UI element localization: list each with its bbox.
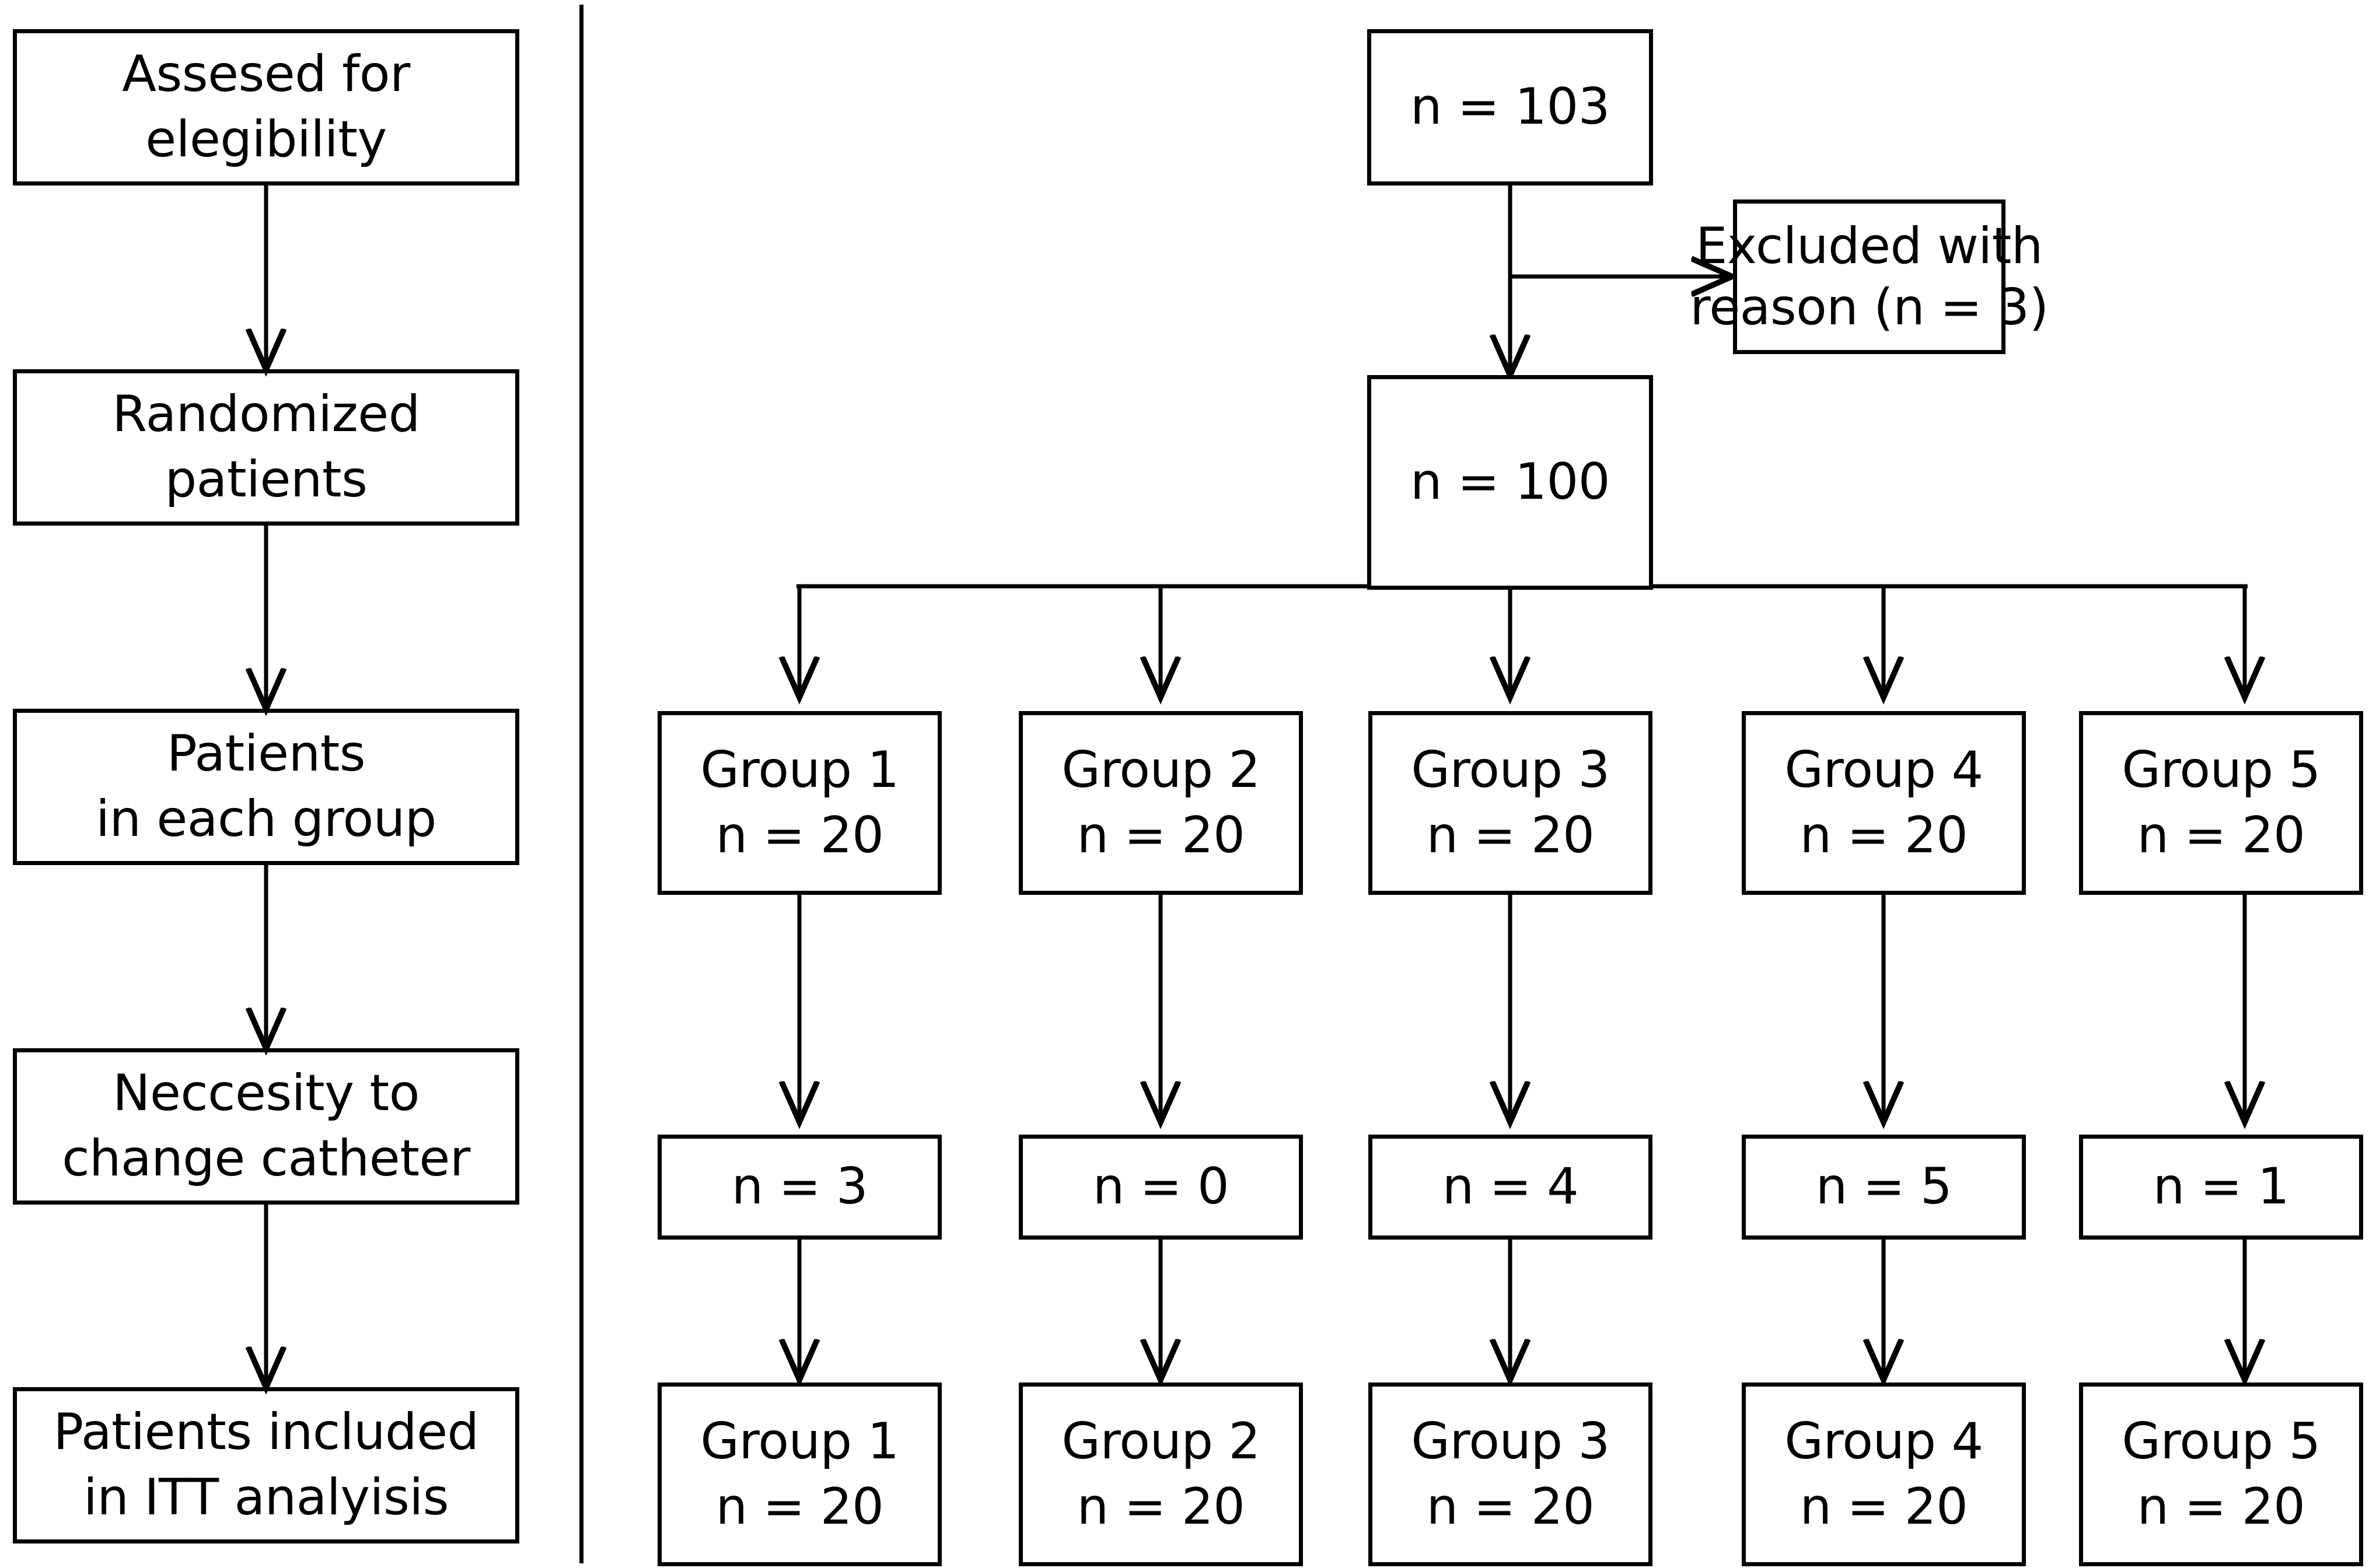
node-line: n = 20 [1077,1477,1245,1536]
node-assessed-n: n = 103 [1367,29,1653,186]
node-line: Group 1 [700,1412,899,1471]
node-line: n = 20 [1426,1477,1595,1536]
stage-label-patients-in-each-group: Patients in each group [13,709,519,865]
node-group-1-allocated: Group 1 n = 20 [658,711,942,895]
stage-label-line: change catheter [62,1129,470,1188]
stage-label-line: in each group [96,790,436,848]
node-line: n = 4 [1442,1157,1579,1216]
node-line: n = 1 [2153,1157,2290,1216]
node-group-2-itt: Group 2 n = 20 [1019,1382,1303,1566]
stage-label-line: Assesed for [122,45,410,104]
node-group-3-catheter-change: n = 4 [1368,1135,1652,1240]
stage-label-line: Neccesity to [113,1064,420,1123]
stage-label-line: Patients [166,724,366,783]
node-line: Group 2 [1061,740,1260,799]
node-line: n = 20 [715,806,884,864]
node-excluded-with-reason: Excluded with reason (n = 3) [1690,200,2049,354]
node-group-5-catheter-change: n = 1 [2079,1135,2363,1240]
node-line: n = 20 [2137,1477,2305,1536]
node-group-3-itt: Group 3 n = 20 [1368,1382,1652,1566]
node-line: n = 20 [1800,1477,1968,1536]
stage-label-line: elegibility [145,110,387,169]
node-line: Group 1 [700,740,899,799]
node-line: n = 20 [715,1477,884,1536]
stage-label-necessity-to-change-catheter: Neccesity to change catheter [13,1048,519,1205]
node-line: n = 20 [1077,806,1245,864]
node-group-5-itt: Group 5 n = 20 [2079,1382,2363,1566]
node-group-4-catheter-change: n = 5 [1742,1135,2026,1240]
node-line: n = 100 [1410,453,1610,512]
stage-label-patients-included-in-itt-analysis: Patients included in ITT analyisis [13,1387,519,1544]
node-line: n = 0 [1092,1157,1229,1216]
node-line: n = 103 [1410,78,1610,136]
node-line: reason (n = 3) [1690,278,2049,337]
node-line: Group 4 [1784,1412,1983,1471]
node-line: n = 20 [1800,806,1968,864]
node-group-2-catheter-change: n = 0 [1019,1135,1303,1240]
node-line: Group 3 [1411,740,1610,799]
node-line: Group 5 [2122,1412,2321,1471]
node-line: Group 2 [1061,1412,1260,1471]
node-group-1-catheter-change: n = 3 [658,1135,942,1240]
node-line: n = 20 [1426,806,1595,864]
node-randomized-n: n = 100 [1367,375,1653,590]
node-line: n = 20 [2137,806,2305,864]
stage-label-line: in ITT analyisis [83,1468,449,1527]
node-line: Group 3 [1411,1412,1610,1471]
node-group-3-allocated: Group 3 n = 20 [1368,711,1652,895]
stage-label-line: Randomized [112,385,420,444]
node-line: n = 3 [731,1157,868,1216]
stage-label-line: Patients included [53,1403,479,1462]
vertical-divider [579,5,583,1563]
node-line: n = 5 [1815,1157,1952,1216]
stage-label-randomized-patients: Randomized patients [13,369,519,526]
stage-label-assessed-for-eligibility: Assesed for elegibility [13,29,519,186]
node-group-2-allocated: Group 2 n = 20 [1019,711,1303,895]
node-line: Group 5 [2122,740,2321,799]
node-group-1-itt: Group 1 n = 20 [658,1382,942,1566]
node-group-4-allocated: Group 4 n = 20 [1742,711,2026,895]
node-group-4-itt: Group 4 n = 20 [1742,1382,2026,1566]
node-line: Excluded with [1696,216,2043,275]
node-line: Group 4 [1784,740,1983,799]
node-group-5-allocated: Group 5 n = 20 [2079,711,2363,895]
stage-label-line: patients [165,450,368,509]
